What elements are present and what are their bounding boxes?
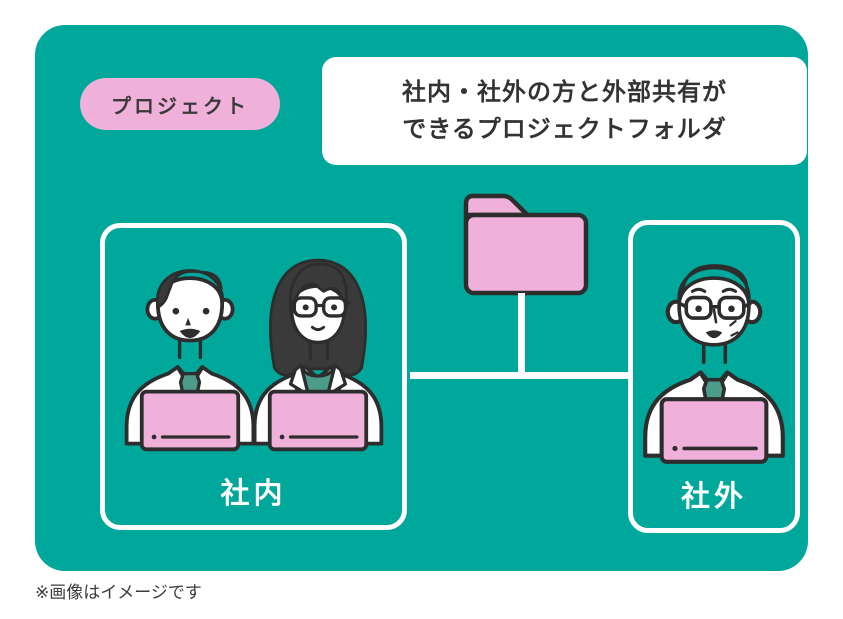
external-group-label: 社外	[680, 481, 747, 513]
heading-line-2: できるプロジェクトフォルダ	[402, 116, 727, 143]
older-man-with-laptop-illustration	[643, 264, 785, 464]
connector-vertical-line	[518, 293, 525, 376]
external-group-people	[633, 225, 795, 469]
illustration-panel: プロジェクト 社内・社外の方と外部共有が できるプロジェクトフォルダ	[35, 25, 808, 571]
man-with-laptop-illustration	[124, 269, 255, 452]
image-disclaimer-caption: ※画像はイメージです	[35, 583, 202, 602]
internal-group-box: 社内	[100, 223, 407, 530]
project-folder-icon	[463, 193, 589, 296]
external-group-box: 社外	[628, 220, 800, 533]
heading-card: 社内・社外の方と外部共有が できるプロジェクトフォルダ	[322, 57, 807, 165]
connector-horizontal-line	[410, 372, 628, 379]
project-badge-label: プロジェクト	[111, 95, 249, 118]
internal-group-people	[105, 228, 402, 456]
internal-group-label: 社内	[220, 478, 287, 510]
heading-line-1: 社内・社外の方と外部共有が	[402, 79, 727, 106]
project-badge: プロジェクト	[80, 78, 280, 130]
woman-with-laptop-illustration	[252, 258, 383, 452]
